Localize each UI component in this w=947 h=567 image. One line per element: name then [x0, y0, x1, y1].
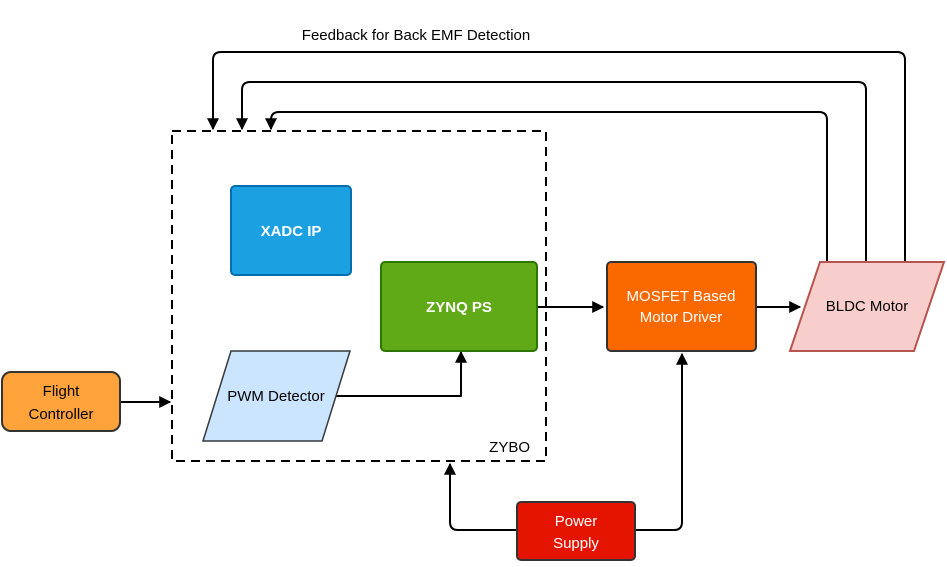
flight-controller-label-line1: Flight [43, 383, 81, 400]
pwm-to-zynq-connector [330, 350, 467, 397]
mosfet-driver-label-line2: Motor Driver [640, 309, 723, 326]
power-to-mosfet-connector [635, 352, 688, 531]
power-supply-shape [516, 501, 636, 561]
xadc-ip-shape [230, 185, 352, 276]
bldc-motor-block: BLDC Motor [788, 261, 946, 352]
feedback-line-1 [207, 51, 906, 262]
zynq-ps-label: ZYNQ PS [426, 299, 492, 316]
bldc-motor-shape [788, 261, 946, 352]
power-supply-label-line1: Power [555, 513, 598, 530]
mosfet-driver-label-line1: MOSFET Based [627, 288, 736, 305]
flight-controller-block: Flight Controller [1, 371, 121, 432]
zynq-ps-block: ZYNQ PS [380, 261, 538, 352]
zybo-boundary [171, 130, 547, 462]
zybo-container: ZYBO [171, 130, 547, 462]
pwm-detector-shape [201, 350, 352, 442]
flight-controller-shape [1, 371, 121, 432]
feedback-label: Feedback for Back EMF Detection [302, 27, 530, 44]
mosfet-driver-block: MOSFET Based Motor Driver [606, 261, 757, 352]
power-to-zybo-connector [444, 462, 517, 531]
feedback-line-2 [236, 81, 867, 262]
flight-controller-label-line2: Controller [28, 406, 93, 423]
power-supply-block: Power Supply [516, 501, 636, 561]
power-supply-label-line2: Supply [553, 535, 599, 552]
xadc-ip-block: XADC IP [230, 185, 352, 276]
pwm-detector-label: PWM Detector [227, 388, 325, 405]
zynq-ps-shape [380, 261, 538, 352]
pwm-detector-block: PWM Detector [201, 350, 352, 442]
mosfet-driver-shape [606, 261, 757, 352]
xadc-ip-label: XADC IP [261, 223, 322, 240]
bldc-motor-label: BLDC Motor [826, 298, 909, 315]
feedback-line-3 [265, 111, 828, 262]
zybo-label: ZYBO [489, 439, 530, 456]
